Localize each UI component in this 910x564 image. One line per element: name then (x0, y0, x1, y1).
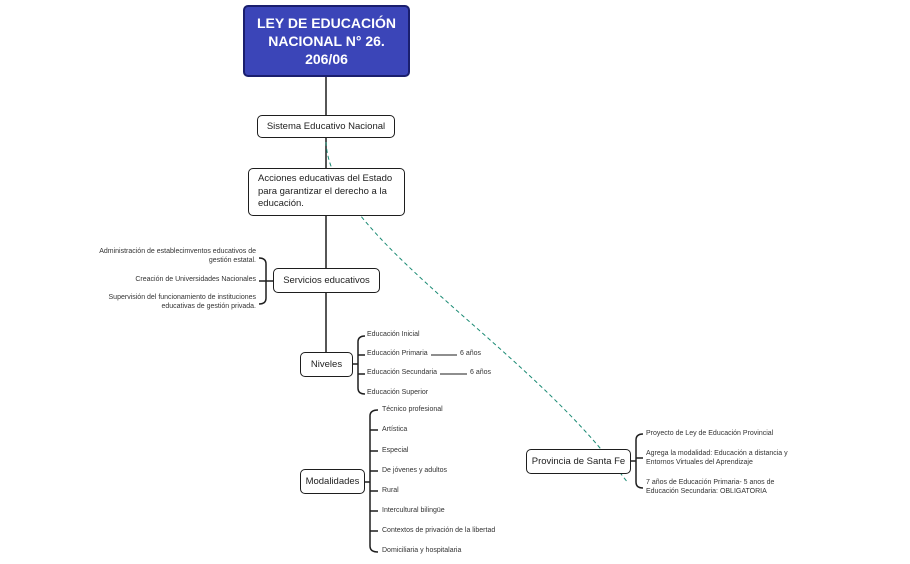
niveles-item[interactable]: Educación Secundaria (367, 369, 438, 376)
sistema-node[interactable]: Sistema Educativo Nacional (257, 115, 395, 138)
servicios-item[interactable]: Creación de Universidades Nacionales (135, 276, 256, 283)
primaria-duration[interactable]: 6 años (460, 350, 482, 357)
modalidades-item[interactable]: Especial (382, 447, 409, 454)
niveles-node[interactable]: Niveles (300, 352, 353, 377)
acciones-label: Acciones educativas del Estado para gara… (258, 173, 393, 210)
root-title: LEY DE EDUCACIÓN NACIONAL N° 26. 206/06 (257, 14, 396, 68)
acciones-node[interactable]: Acciones educativas del Estado para gara… (248, 168, 405, 216)
servicios-item[interactable]: Supervisión del funcionamiento de instit… (108, 294, 256, 310)
modalidades-item[interactable]: Contextos de privación de la libertad (382, 527, 496, 534)
modalidades-item[interactable]: Domiciliaria y hospitalaria (382, 547, 462, 554)
servicios-item[interactable]: Administración de establecimventos educa… (99, 248, 256, 264)
niveles-label: Niveles (310, 359, 343, 370)
modalidades-item[interactable]: De jóvenes y adultos (382, 467, 447, 474)
provincia-item[interactable]: 7 años de Educación Primaria- 5 anos de … (646, 479, 775, 495)
sistema-label: Sistema Educativo Nacional (266, 121, 386, 132)
modalidades-item[interactable]: Artística (382, 426, 408, 433)
modalidades-label: Modalidades (305, 476, 360, 487)
secundaria-duration[interactable]: 6 años (470, 369, 492, 376)
modalidades-item[interactable]: Intercultural bilingüe (382, 507, 445, 514)
provincia-node[interactable]: Provincia de Santa Fe (526, 449, 631, 474)
servicios-label: Servicios educativos (283, 275, 370, 286)
provincia-item[interactable]: Proyecto de Ley de Educación Provincial (646, 430, 774, 437)
niveles-item[interactable]: Educación Inicial (367, 331, 420, 338)
niveles-item[interactable]: Educación Primaria (367, 350, 428, 357)
niveles-item[interactable]: Educación Superior (367, 389, 429, 396)
root-title-node[interactable]: LEY DE EDUCACIÓN NACIONAL N° 26. 206/06 (243, 5, 410, 77)
servicios-node[interactable]: Servicios educativos (273, 268, 380, 293)
modalidades-item[interactable]: Técnico profesional (382, 406, 443, 413)
provincia-label: Provincia de Santa Fe (531, 456, 626, 467)
modalidades-item[interactable]: Rural (382, 487, 399, 494)
provincia-item[interactable]: Agrega la modalidad: Educación a distanc… (646, 450, 788, 466)
modalidades-node[interactable]: Modalidades (300, 469, 365, 494)
